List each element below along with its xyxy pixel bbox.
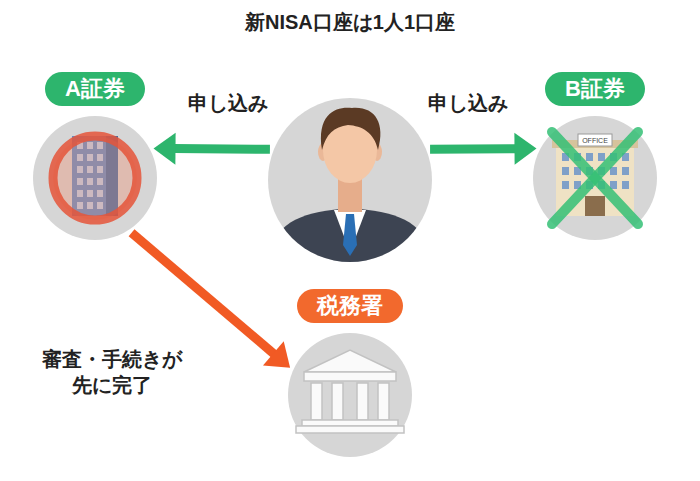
node-circle-fill (533, 116, 657, 240)
arrow-shaft (132, 233, 275, 355)
securities-node: B証券 (533, 72, 657, 240)
arrow-head (153, 133, 175, 165)
node-circle (268, 98, 432, 262)
arrow-head (514, 133, 536, 165)
node-circle (288, 333, 412, 457)
arrow-shaft (430, 144, 516, 154)
node-circle-fill (33, 116, 157, 240)
arrow-head (263, 341, 290, 367)
node-heading: A証券 (45, 72, 145, 106)
node-circle-fill (288, 333, 412, 457)
arrow-shaft (173, 144, 269, 154)
flow-arrow (430, 133, 536, 165)
node-heading: 税務署 (297, 289, 403, 323)
node-circle-fill (268, 98, 432, 262)
securities-node: A証券 (33, 72, 157, 240)
node-circle (33, 116, 157, 240)
tax-office-node: 税務署 (288, 289, 412, 457)
node-heading: B証券 (545, 72, 645, 106)
building-sign: OFFICE (582, 136, 608, 145)
applicant-node (268, 98, 432, 262)
node-circle (533, 116, 657, 240)
flow-arrow (153, 133, 269, 165)
diagram-title: 新NISA口座は1人1口座 (245, 9, 455, 36)
arrow-label: 申し込み (426, 90, 510, 116)
arrow-label: 審査・手続きが 先に完了 (35, 346, 189, 398)
arrow-label: 申し込み (186, 90, 270, 116)
